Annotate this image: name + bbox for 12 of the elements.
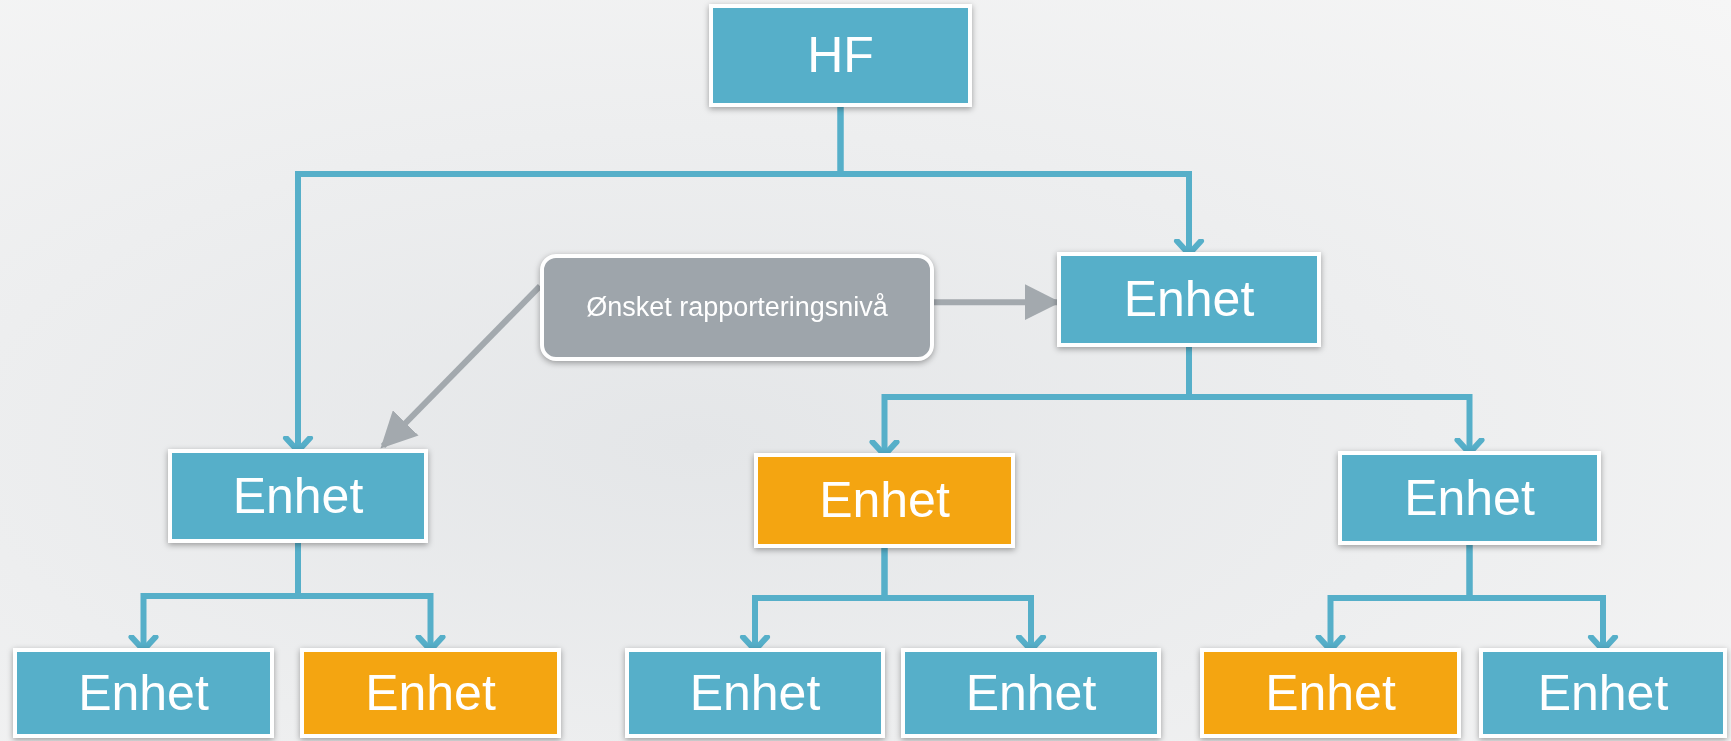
unit-box: Enhet	[168, 449, 428, 543]
unit-box: Enhet	[625, 648, 885, 738]
unit-box: Enhet	[300, 648, 561, 738]
unit-box: HF	[709, 4, 972, 107]
callout-box: Ønsket rapporteringsnivå	[540, 254, 934, 361]
unit-box: Enhet	[754, 453, 1015, 548]
unit-box: Enhet	[1479, 648, 1727, 738]
unit-box: Enhet	[13, 648, 274, 738]
unit-box: Enhet	[1200, 648, 1461, 738]
unit-box: Enhet	[1057, 252, 1321, 347]
unit-box: Enhet	[1338, 451, 1601, 545]
unit-box: Enhet	[901, 648, 1161, 738]
